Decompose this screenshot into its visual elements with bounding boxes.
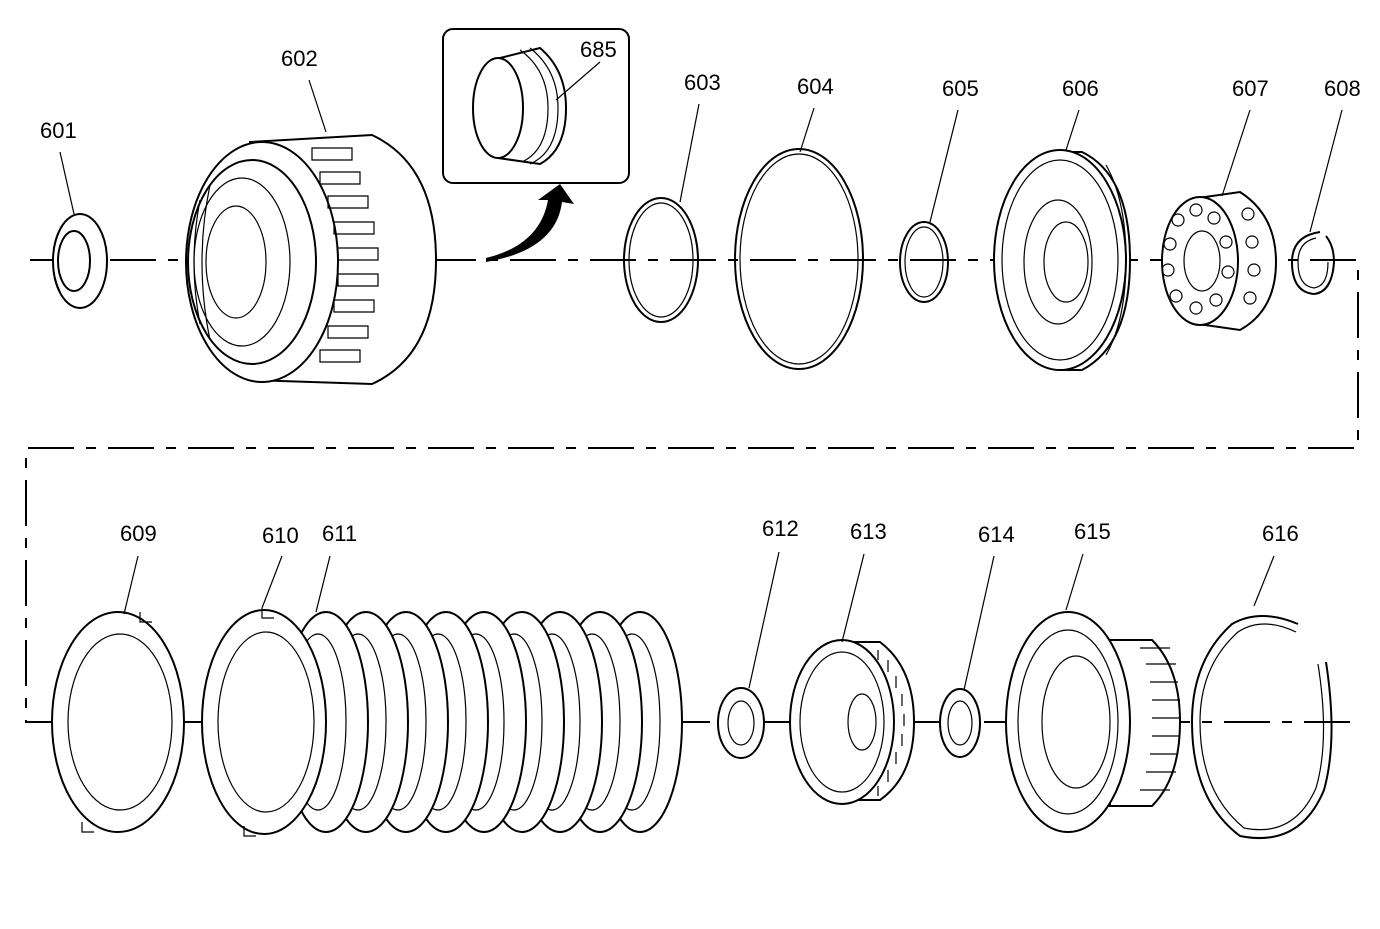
callout-609: 609 — [120, 521, 157, 546]
part-601-thrust-washer — [52, 213, 108, 309]
callout-602: 602 — [281, 46, 318, 71]
part-616-snap-ring — [1190, 615, 1333, 840]
callout-607: 607 — [1232, 76, 1269, 101]
part-615-clutch-drum — [1005, 611, 1182, 833]
callout-604: 604 — [797, 74, 834, 99]
housing-splines — [311, 147, 379, 363]
part-612-thrust-washer — [717, 687, 765, 759]
callout-606: 606 — [1062, 76, 1099, 101]
part-614-thrust-washer — [939, 688, 981, 758]
callout-612: 612 — [762, 516, 799, 541]
callout-685: 685 — [580, 37, 617, 62]
part-610-611-clutch-plate-pack — [201, 608, 683, 837]
callout-616: 616 — [1262, 521, 1299, 546]
callout-613: 613 — [850, 519, 887, 544]
part-607-return-spring-assembly — [1161, 190, 1278, 332]
part-608-snap-ring — [1290, 231, 1336, 296]
arrow-to-inset-icon — [486, 184, 574, 262]
callout-labels: 601 602 685 603 604 605 606 607 608 609 … — [40, 37, 1361, 548]
leader-lines — [59, 61, 1343, 691]
callout-608: 608 — [1324, 76, 1361, 101]
part-602-clutch-housing — [185, 133, 438, 386]
callout-605: 605 — [942, 76, 979, 101]
part-605-small-seal-ring — [899, 221, 949, 303]
part-604-large-seal-ring — [734, 148, 864, 370]
callout-614: 614 — [978, 522, 1015, 547]
callout-611: 611 — [322, 521, 357, 546]
part-606-piston — [993, 149, 1132, 371]
part-613-clutch-hub — [789, 639, 916, 805]
part-609-backing-plate — [51, 611, 185, 833]
callout-615: 615 — [1074, 519, 1111, 544]
callout-601: 601 — [40, 118, 77, 143]
callout-603: 603 — [684, 70, 721, 95]
inset-685-seal — [442, 28, 630, 184]
callout-610: 610 — [262, 523, 299, 548]
part-603-seal-ring — [623, 197, 699, 323]
